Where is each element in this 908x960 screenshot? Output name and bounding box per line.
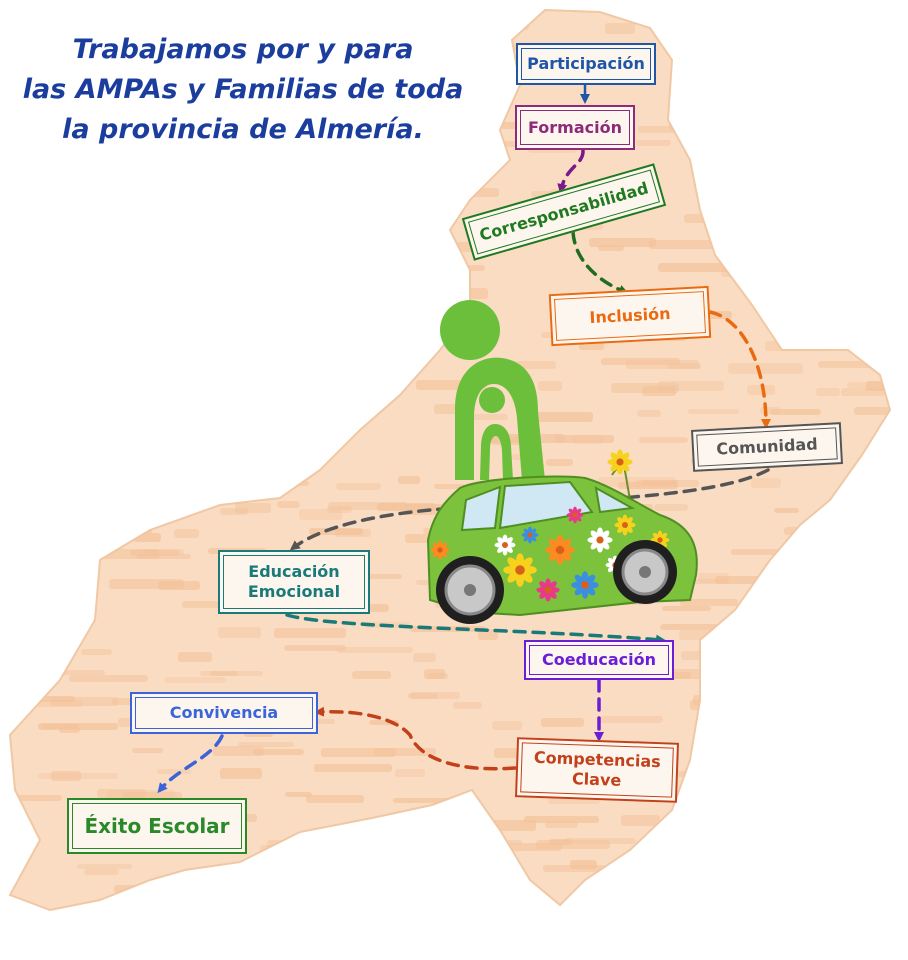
step-formacion-label: Formación [528,117,622,137]
flower-icon [571,571,599,599]
map-outline [8,8,892,912]
step-competencias-clave: Competencias Clave [515,737,679,803]
step-exito-escolar-label: Éxito Escolar [84,814,230,838]
flower-icon [607,449,633,475]
flower-icon [430,540,450,560]
step-competencias-clave-label: Competencias Clave [533,747,662,790]
headline-line-3: la provincia de Almería. [62,114,424,145]
step-coeducacion-label: Coeducación [541,650,657,669]
arrow-competencias-convivencia [314,706,517,771]
flower-icon [587,527,613,553]
step-educacion-emocional: Educación Emocional [218,550,370,614]
flower-icon [503,553,537,587]
headline: Trabajamos por y para las AMPAs y Famili… [18,30,468,150]
step-coeducacion: Coeducación [524,640,674,680]
step-participacion: Participación [516,43,656,85]
flower-icon [566,506,584,524]
flower-icon [607,449,633,475]
arrow-inclusion-comunidad [708,310,771,429]
step-educacion-emocional-label: Educación Emocional [247,562,341,601]
arrow-formacion-corresponsabilidad [557,148,585,194]
step-inclusion: Inclusión [548,285,712,347]
step-participacion-label: Participación [527,54,645,73]
flower-icon [536,578,560,602]
step-exito-escolar: Éxito Escolar [67,798,247,854]
step-formacion: Formación [515,105,635,150]
headline-line-1: Trabajamos por y para [72,34,414,65]
step-comunidad-label: Comunidad [715,434,819,459]
step-inclusion-label: Inclusión [588,303,671,328]
flower-icon [521,526,539,544]
flower-icon [494,534,516,556]
car-wheel-rear [436,556,504,624]
step-comunidad: Comunidad [691,422,843,472]
headline-line-2: las AMPAs y Familias de toda [22,74,464,105]
flower-car-icon [426,449,698,624]
flower-icon [545,535,575,565]
arrow-educacion-coeducacion [285,613,666,645]
car-wheel-front [613,540,677,604]
step-convivencia: Convivencia [130,692,318,734]
step-convivencia-label: Convivencia [169,703,279,722]
flower-icon [614,514,636,536]
arrow-convivencia-exito [157,734,224,794]
ampas-family-logo-icon [440,300,545,480]
arrow-corresponsabilidad-inclusion [571,230,629,295]
